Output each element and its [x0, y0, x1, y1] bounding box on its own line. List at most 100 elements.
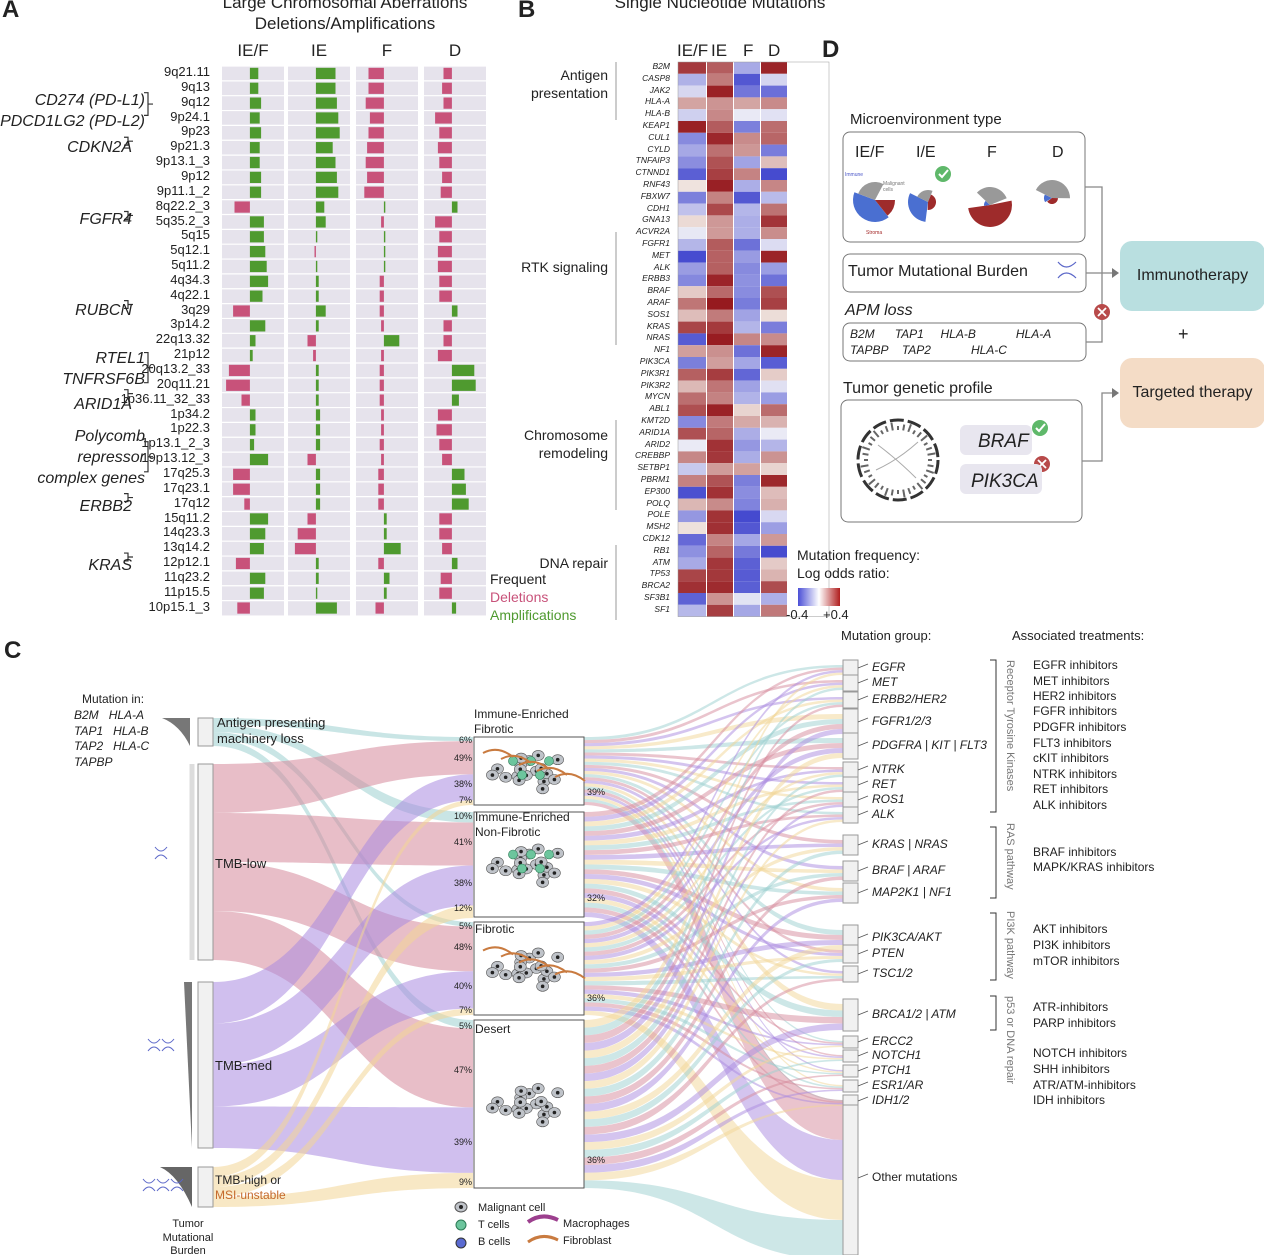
tmb-high-label: TMB-high or MSI-unstable: [215, 1173, 286, 1203]
colorbar: [798, 588, 840, 606]
deletion-bar: [439, 231, 452, 243]
heatmap-col-header-3: D: [768, 41, 781, 60]
amplification-bar: [315, 171, 337, 183]
mutation-group-node: [842, 965, 859, 983]
deletion-bar: [437, 260, 452, 273]
amplification-bar: [315, 290, 319, 302]
heatmap-cell: [734, 239, 760, 251]
deletion-bar: [379, 290, 384, 302]
amplification-bar: [249, 127, 262, 139]
flow-percent: 38%: [453, 779, 472, 789]
gene-label: FGFR4: [79, 211, 132, 228]
apm-gene-tap2: TAP2: [901, 343, 931, 357]
mutation-group-label: BRCA1/2 | ATM: [872, 1007, 956, 1021]
heatmap-cell: [734, 85, 760, 98]
heatmap-gene-label: MYCN: [644, 391, 670, 402]
flow-percent: 12%: [453, 903, 472, 913]
heatmap-cell: [734, 475, 760, 487]
heatmap-cell: [761, 522, 787, 534]
heatmap-cell: [761, 321, 787, 334]
deletion-bar: [435, 112, 452, 124]
heatmap-cell: [707, 534, 733, 546]
flow-percent: 7%: [458, 795, 472, 805]
gene-label: Polycomb: [74, 428, 145, 445]
sankey-flow: [584, 897, 843, 1073]
heatmap-gene-label: KEAP1: [642, 120, 670, 130]
mutation-group-node: [842, 1035, 859, 1049]
deletion-bar: [379, 379, 384, 391]
heatmap-gene-label: FBXW7: [640, 190, 670, 201]
amplification-bar: [383, 528, 387, 540]
cross-icon: [1094, 304, 1110, 320]
sankey-flow: [584, 682, 843, 822]
deletion-bar: [442, 82, 452, 94]
deletion-bar: [439, 439, 452, 451]
heatmap-gene-label: ALK: [653, 261, 670, 272]
heatmap-gene-label: KMT2D: [641, 415, 670, 425]
amplification-bar: [315, 498, 321, 510]
heatmap-cell: [678, 416, 706, 428]
tmb-high-line1: TMB-high or: [215, 1173, 282, 1187]
heatmap-cell: [761, 357, 787, 369]
sankey-flow: [584, 697, 843, 747]
mid-label-fibrotic: Fibrotic: [475, 922, 515, 936]
treatment-label: HER2 inhibitors: [1033, 689, 1117, 703]
immunotherapy-label: Immunotherapy: [1136, 267, 1249, 284]
heatmap-cell: [734, 345, 760, 357]
column-header-3: D: [448, 41, 462, 60]
deletion-bar: [307, 513, 316, 525]
amplification-bar: [315, 424, 321, 436]
mutation-group-label: FGFR1/2/3: [872, 714, 932, 728]
tmb-node-med: [197, 981, 214, 1149]
mutation-group-label: ERBB2/HER2: [872, 692, 947, 706]
mid-label-desert: Desert: [475, 1022, 511, 1036]
mid-label-ienf: Immune-Enriched Non-Fibrotic: [475, 810, 570, 839]
heatmap-cell: [761, 309, 787, 322]
heatmap-cell: [707, 97, 733, 110]
sankey-flow: [584, 1045, 843, 1150]
pie-sector: [984, 200, 990, 206]
heatmap-cell: [678, 97, 706, 110]
heatmap-cell: [678, 274, 706, 287]
amplification-bar: [315, 216, 326, 228]
flow-percent: 38%: [453, 878, 472, 888]
heatmap-cell: [678, 569, 706, 582]
group-bracket: [124, 300, 133, 310]
deletion-bar: [368, 67, 384, 80]
pie-sector: [1044, 194, 1052, 203]
amplification-bar: [383, 260, 386, 273]
heatmap-cell: [734, 522, 760, 534]
heatmap-cell: [707, 475, 733, 487]
apm-genes-row2: TAPBP TAP2 HLA-C: [850, 343, 1007, 357]
heatmap-cell: [678, 345, 706, 357]
dna-icon: [147, 1038, 175, 1052]
amplification-bar: [451, 364, 475, 377]
deletion-bar: [381, 216, 384, 228]
band-label: 9p24.1: [170, 108, 210, 124]
colorbar-min: -0.4: [786, 607, 809, 622]
sankey-flow: [584, 699, 843, 827]
gene-label: CD274 (PD-L1): [34, 92, 145, 109]
amplification-bar: [315, 186, 339, 198]
gene-hla-b: HLA-B: [113, 723, 149, 738]
tmb-node-apm: [197, 717, 214, 747]
heatmap-cell: [678, 581, 706, 593]
gene-label: PDCD1LG2 (PD-L2): [0, 113, 145, 130]
deletion-bar: [237, 602, 250, 614]
amplification-bar: [315, 572, 319, 584]
sankey-flow: [584, 978, 843, 1135]
heatmap-gene-label: POLE: [647, 509, 670, 520]
category-label: Chromosome remodeling: [523, 427, 608, 461]
heatmap-gene-label: TP53: [649, 568, 670, 579]
heatmap-cell: [707, 392, 733, 405]
deletion-bar: [228, 364, 250, 377]
heatmap-cell: [734, 286, 760, 298]
legend-amplifications: Amplifications: [490, 607, 577, 623]
sankey-flow: [584, 802, 843, 956]
sankey-flow: [584, 787, 843, 952]
mutation-group-label: ALK: [872, 807, 895, 821]
treatment-label: IDH inhibitors: [1033, 1093, 1106, 1107]
heatmap-cell: [678, 298, 706, 310]
mutation-group-title: Mutation group:: [841, 628, 932, 643]
deletion-bar: [307, 453, 316, 466]
